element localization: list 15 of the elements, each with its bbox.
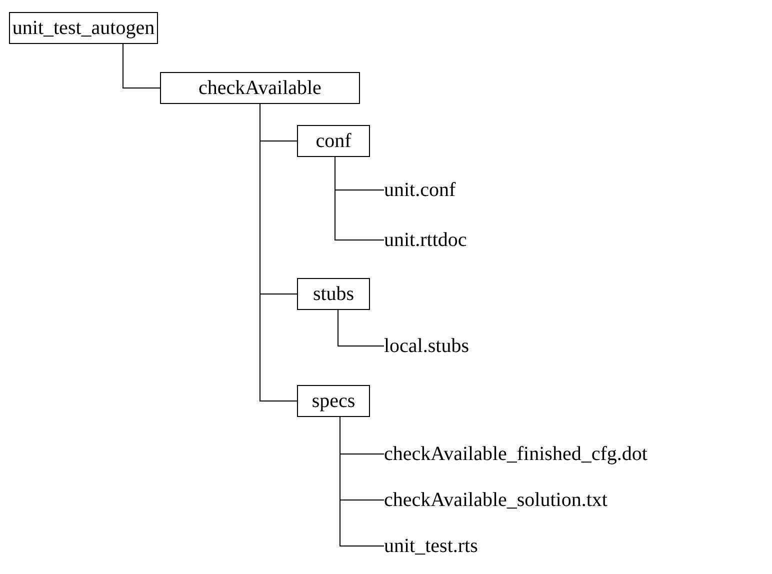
file-name: unit.conf [384, 177, 504, 203]
folder-box: checkAvailable [160, 72, 360, 104]
tree-connector [122, 44, 160, 88]
folder-box: unit_test_autogen [9, 12, 158, 44]
folder-box: stubs [297, 278, 370, 310]
tree-connector [338, 310, 384, 346]
file-name: checkAvailable_finished_cfg.dot [384, 441, 764, 467]
folder-box: specs [297, 385, 370, 417]
file-name: local.stubs [384, 333, 514, 359]
tree-connector [334, 156, 384, 240]
folder-box: conf [297, 125, 370, 157]
tree-connector [340, 416, 384, 546]
file-name: unit_test.rts [384, 533, 544, 559]
file-name: unit.rttdoc [384, 227, 514, 253]
file-name: checkAvailable_solution.txt [384, 487, 704, 513]
